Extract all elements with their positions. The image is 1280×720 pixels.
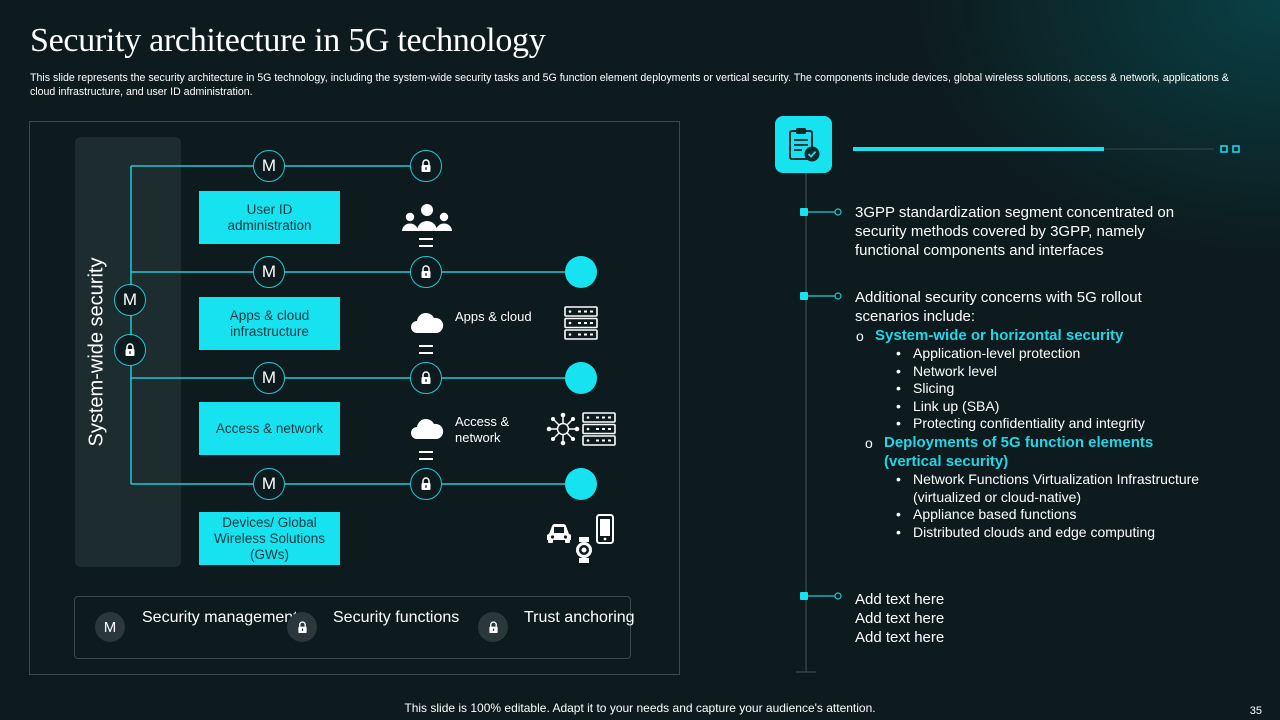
deployments-list: Network Functions Virtualization Infrast… [893,471,1223,541]
management-symbol: M [261,368,277,387]
add-text-placeholder: Add text here [855,629,945,646]
list-item: Network level [893,363,1223,381]
equals-sign [419,451,433,460]
apps-cloud-infrastructure-box: Apps & cloud infrastructure [199,297,340,350]
lock-icon [488,620,498,633]
management-symbol: M [261,156,277,175]
system-wide-heading: System-wide or horizontal security [875,327,1124,344]
lock-icon [421,265,431,278]
deployments-heading: Deployments of 5G function elements (ver… [884,434,1154,470]
list-item: Slicing [893,380,1223,398]
page-number: 35 [1249,705,1262,717]
sidebar-management-node: M [114,284,146,316]
row4-management-node: M [253,468,285,500]
architecture-diagram-panel [29,121,680,675]
row3-management-node: M [253,362,285,394]
row3-lock-node [410,362,442,394]
management-symbol: M [261,474,277,493]
row1-lock-node [410,150,442,182]
clipboard-badge [775,116,832,173]
sub-bullet-marker: o [856,328,864,344]
slide-footer: This slide is 100% editable. Adapt it to… [404,701,876,715]
list-item: Link up (SBA) [893,398,1223,416]
lock-icon [421,477,431,490]
cloud-icon [411,313,444,333]
management-symbol: M [122,290,138,309]
slide-subtitle: This slide represents the security archi… [30,72,1229,98]
slide-title: Security architecture in 5G technology [30,22,546,59]
apps-cloud-label: Apps & cloud [455,309,532,324]
lock-icon [125,343,135,356]
legend-security-functions-label: Security functions [333,609,460,626]
sub-bullet-marker: o [865,435,873,451]
list-item: Network Functions Virtualization Infrast… [893,471,1223,506]
equals-sign [419,238,433,247]
smartwatch-icon [576,537,592,563]
access-network-box: Access & network [199,402,340,455]
list-item: Distributed clouds and edge computing [893,524,1223,542]
network-hub-icon [546,412,580,446]
legend-trust-anchoring-lock [478,612,508,642]
point-additional-concerns-text: Additional security concerns with 5G rol… [855,289,1142,325]
legend-trust-anchoring-label: Trust anchoring [524,609,635,626]
management-symbol: M [261,262,277,281]
lock-icon [421,159,431,172]
users-icon [402,204,452,231]
legend-security-functions-lock [287,612,317,642]
legend-security-management-label: Security management [142,609,298,626]
lock-icon [297,620,307,633]
row4-lock-node [410,468,442,500]
row2-lock-node [410,256,442,288]
diagram-legend [74,596,631,659]
management-symbol: M [103,618,117,636]
devices-gws-box: Devices/ Global Wireless Solutions (GWs) [199,512,340,565]
lock-icon [421,371,431,384]
list-item: Protecting confidentiality and integrity [893,415,1223,433]
row4-endpoint-dot [565,468,597,500]
legend-management-symbol: M [95,612,125,642]
row2-management-node: M [253,256,285,288]
row1-management-node: M [253,150,285,182]
car-icon [547,523,571,543]
cloud-icon [411,419,444,439]
point-3gpp-text: 3GPP standardization segment concentrate… [855,204,1175,259]
list-item: Appliance based functions [893,506,1223,524]
add-text-placeholder: Add text here [855,610,945,627]
row2-endpoint-dot [565,256,597,288]
list-item: Application-level protection [893,345,1223,363]
user-id-administration-box: User ID administration [199,191,340,244]
row3-endpoint-dot [565,362,597,394]
server-icon [582,412,616,446]
smartphone-icon [596,514,614,544]
system-wide-list: Application-level protection Network lev… [893,345,1223,433]
access-network-label: Access & network [455,414,510,445]
server-icon [564,306,598,340]
equals-sign [419,345,433,354]
add-text-placeholder: Add text here [855,591,945,608]
sidebar-lock-node [114,334,146,366]
clipboard-check-icon [788,127,819,161]
